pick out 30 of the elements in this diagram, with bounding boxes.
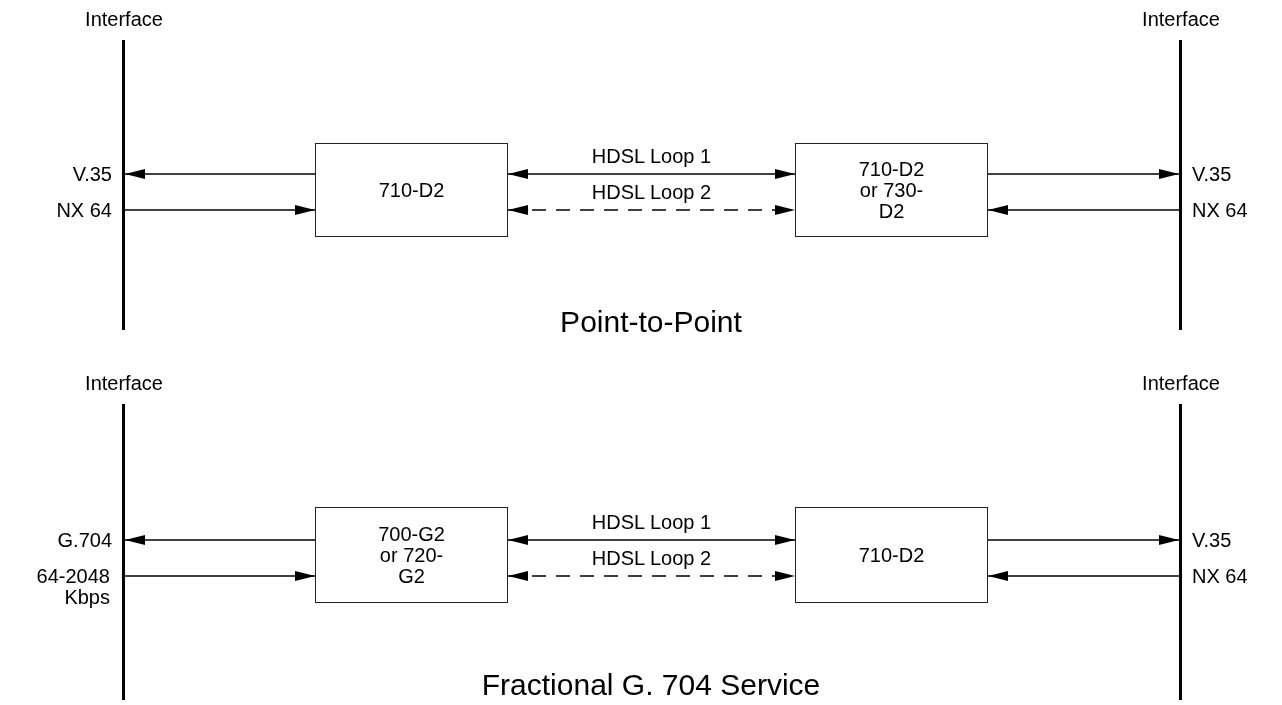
interface-label: Interface	[85, 372, 163, 395]
device-box: 700-G2 or 720-G2	[315, 507, 508, 603]
arrow	[987, 571, 1180, 581]
arrow	[987, 169, 1180, 179]
interface-label: Interface	[1142, 8, 1220, 31]
arrow	[987, 535, 1180, 545]
arrow	[124, 535, 316, 545]
device-box: 710-D2	[795, 507, 988, 603]
signal-label: NX 64	[56, 200, 112, 221]
signal-label: V.35	[1192, 164, 1232, 185]
dashed-arrow	[507, 571, 796, 581]
device-box: 710-D2 or 730-D2	[795, 143, 988, 237]
diagram-caption: Fractional G. 704 Service	[481, 668, 821, 702]
signal-label: 64-2048 Kbps	[35, 566, 110, 608]
arrow	[124, 169, 316, 179]
diagram-caption: Point-to-Point	[560, 305, 742, 339]
signal-label: V.35	[72, 164, 112, 185]
signal-label: V.35	[1192, 530, 1232, 551]
arrow	[124, 571, 316, 581]
signal-label: G.704	[57, 530, 112, 551]
interface-label: Interface	[1142, 372, 1220, 395]
arrow	[507, 169, 796, 179]
interface-label: Interface	[85, 8, 163, 31]
signal-label: NX 64	[1192, 200, 1248, 221]
device-box: 710-D2	[315, 143, 508, 237]
arrow	[987, 205, 1180, 215]
arrow	[507, 535, 796, 545]
dashed-arrow	[507, 205, 796, 215]
arrow	[124, 205, 316, 215]
signal-label: NX 64	[1192, 566, 1248, 587]
